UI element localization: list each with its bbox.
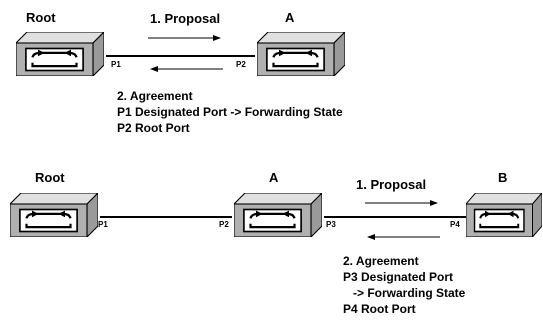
agreement-label: 2. Agreement [343, 254, 419, 268]
root-label: Root [26, 10, 56, 25]
root-label: Root [35, 170, 65, 185]
switch-a-icon [255, 32, 347, 76]
port-p2-label: P2 [219, 220, 229, 229]
note-line-1: P1 Designated Port -> Forwarding State [117, 105, 343, 119]
switch-b-label: B [498, 170, 508, 185]
port-p3-label: P3 [326, 220, 336, 229]
proposal-arrow-icon [365, 200, 438, 206]
port-p1-label: P1 [111, 60, 121, 69]
port-p1-label: P1 [98, 220, 108, 229]
proposal-arrow-icon [148, 35, 221, 41]
link-a-b [324, 216, 466, 218]
agreement-label: 2. Agreement [117, 89, 193, 103]
proposal-label: 1. Proposal [356, 177, 427, 192]
link-root-a [106, 55, 255, 57]
switch-a-icon [232, 193, 324, 237]
note-line-1: P3 Designated Port [343, 270, 454, 284]
port-p2-label: P2 [236, 60, 246, 69]
proposal-label: 1. Proposal [150, 11, 221, 26]
link-root-a [100, 216, 232, 218]
switch-a-label: A [269, 170, 279, 185]
agreement-arrow-icon [367, 234, 440, 240]
note-line-2: -> Forwarding State [353, 286, 466, 300]
note-line-3: P4 Root Port [343, 302, 416, 316]
agreement-arrow-icon [150, 66, 223, 72]
root-switch-icon [14, 32, 106, 76]
port-p4-label: P4 [450, 220, 460, 229]
note-line-2: P2 Root Port [117, 121, 190, 135]
switch-b-icon [466, 193, 542, 237]
switch-a-label: A [285, 10, 295, 25]
root-switch-icon [8, 193, 100, 237]
